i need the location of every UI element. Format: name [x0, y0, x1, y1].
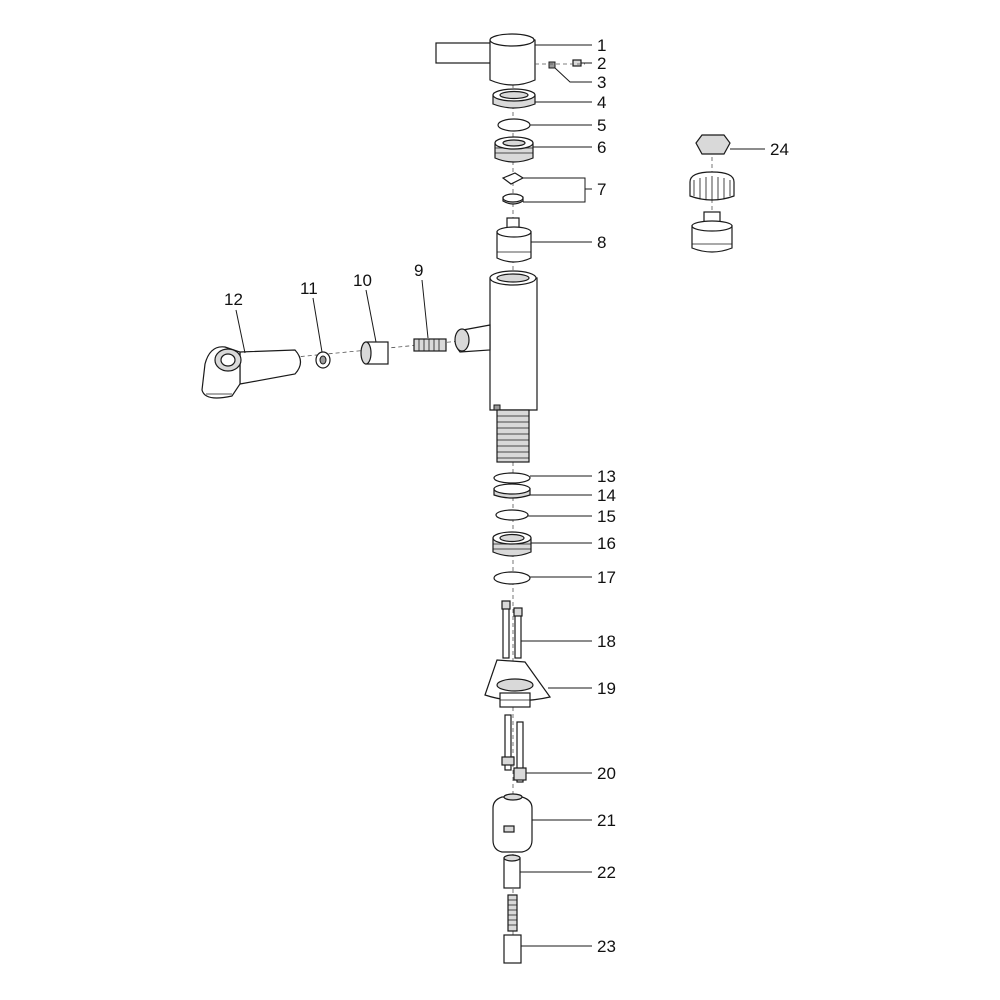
callout-14: 14: [597, 486, 616, 505]
callout-labels: 1 2 3 4 5 6 7 8 9 10 11 12 13 14 15 16 1…: [224, 36, 789, 956]
part-5-o-ring: [497, 118, 531, 132]
part-9-threaded-nipple: [413, 338, 447, 352]
threaded-shank: [496, 409, 530, 463]
callout-12: 12: [224, 290, 243, 309]
callout-11: 11: [300, 279, 318, 298]
part-12-spray-head: [201, 346, 302, 399]
leader-lines: [235, 44, 765, 947]
callout-3: 3: [597, 73, 606, 92]
part-4-cover-ring: [492, 88, 536, 109]
part-24-cartridge-assembly: [689, 134, 735, 253]
part-2-set-screw: [572, 59, 582, 67]
part-20-hose-connectors: [501, 714, 527, 783]
callout-9: 9: [414, 261, 423, 280]
callout-13: 13: [597, 467, 616, 486]
part-11-check-valve: [315, 351, 331, 369]
part-6-threaded-bonnet: [494, 136, 534, 163]
callout-18: 18: [597, 632, 616, 651]
callout-6: 6: [597, 138, 606, 157]
leader-11: [312, 297, 323, 353]
callout-17: 17: [597, 568, 616, 587]
part-14-washer: [493, 483, 531, 499]
callout-22: 22: [597, 863, 616, 882]
callout-15: 15: [597, 507, 616, 526]
callout-16: 16: [597, 534, 616, 553]
part-19-mounting-bracket: [484, 659, 552, 708]
part-16-mounting-ring: [492, 531, 532, 557]
callout-7: 7: [597, 180, 606, 199]
part-13-nut-ring: [493, 472, 531, 484]
leader-7: [523, 177, 586, 203]
part-21-mounting-nut: [492, 793, 533, 853]
callout-5: 5: [597, 116, 606, 135]
part-22-threaded-sleeve: [503, 854, 521, 889]
callout-24: 24: [770, 140, 789, 159]
part-8-cartridge: [496, 217, 532, 263]
leader-9: [421, 279, 429, 339]
leader-12: [235, 309, 246, 354]
leader-10: [365, 289, 377, 343]
leader-3: [554, 67, 592, 83]
callout-20: 20: [597, 764, 616, 783]
part-7-clip-and-disc: [501, 172, 525, 205]
callout-19: 19: [597, 679, 616, 698]
faucet-body: [454, 270, 538, 411]
callout-10: 10: [353, 271, 372, 290]
part-10-sleeve: [360, 341, 389, 365]
callout-8: 8: [597, 233, 606, 252]
callout-23: 23: [597, 937, 616, 956]
part-1-lever-handle: [435, 33, 536, 86]
part-3-screw-cap: [548, 61, 556, 69]
part-23-threaded-rod: [503, 894, 522, 964]
callout-21: 21: [597, 811, 616, 830]
part-18-hose-fittings: [501, 600, 523, 659]
callout-2: 2: [597, 54, 606, 73]
callout-1: 1: [597, 36, 606, 55]
part-17-gasket: [493, 571, 531, 585]
callout-4: 4: [597, 93, 606, 112]
part-15-o-ring: [495, 509, 529, 521]
